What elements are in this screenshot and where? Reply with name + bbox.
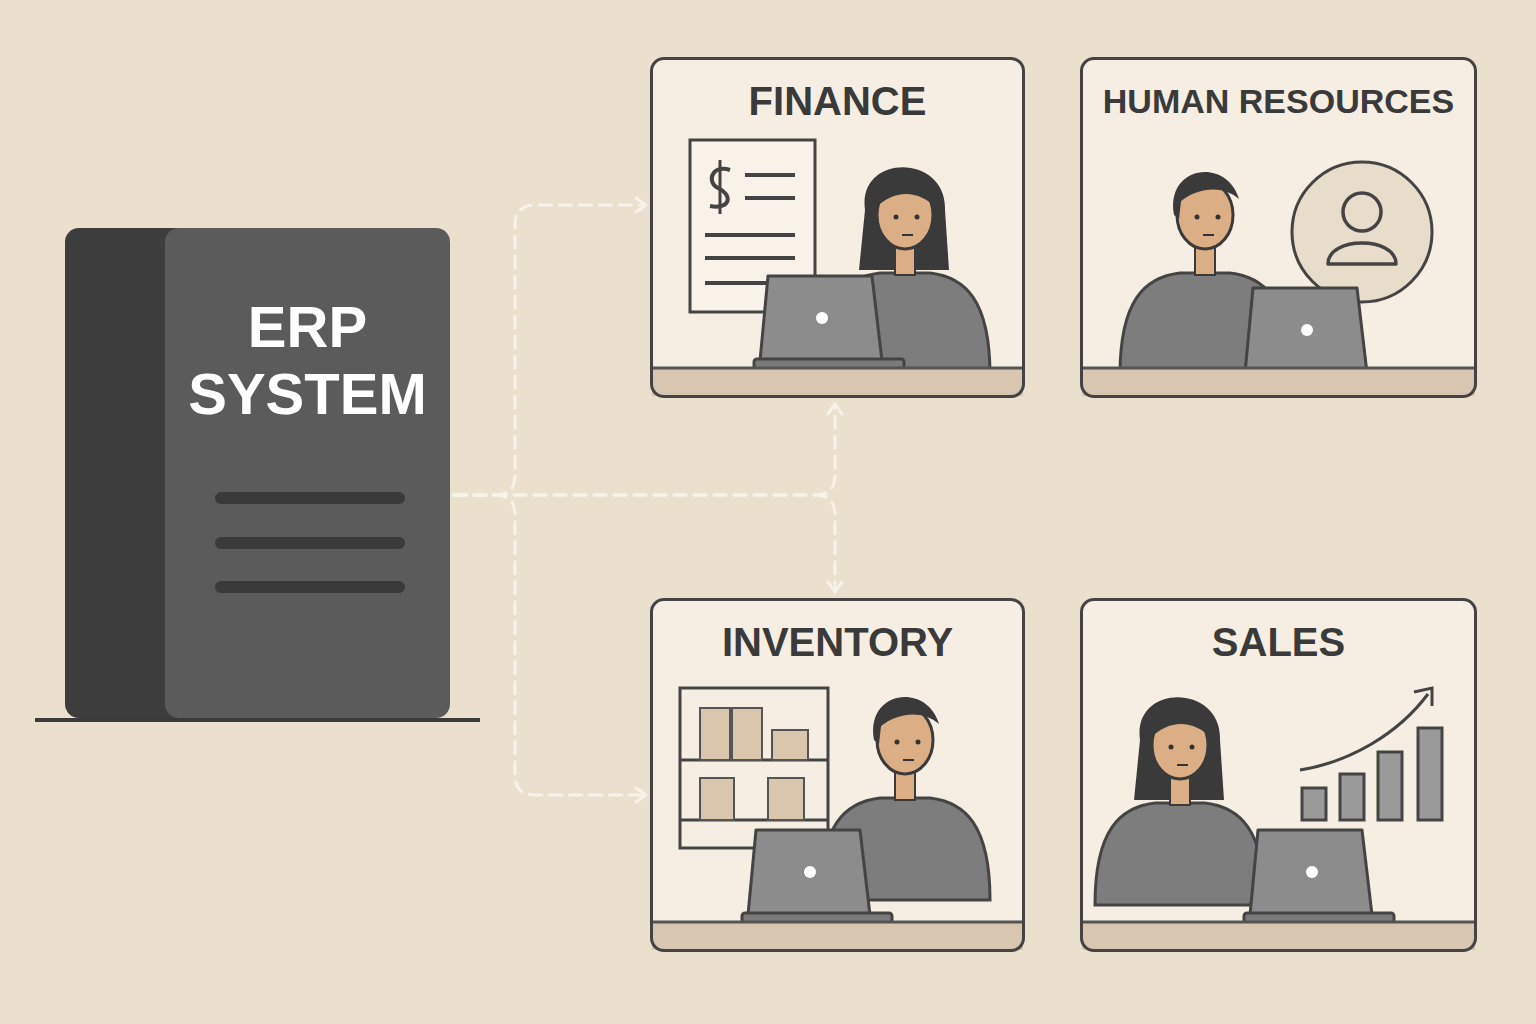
panel-title: INVENTORY	[722, 619, 953, 665]
system-label: ERP SYSTEM	[183, 294, 433, 427]
erp-server: ERP SYSTEM	[165, 228, 450, 718]
panel-title: HUMAN RESOURCES	[1103, 82, 1454, 121]
dashed-connector	[454, 495, 646, 795]
department-panel: SALES	[1080, 598, 1477, 952]
department-panel: HUMAN RESOURCES	[1080, 57, 1477, 398]
dashed-connector	[454, 404, 835, 495]
panel-title: FINANCE	[749, 78, 927, 124]
department-panel: INVENTORY	[650, 598, 1025, 952]
dashed-connector	[454, 205, 646, 495]
dashed-connector	[454, 495, 835, 592]
panel-title: SALES	[1212, 619, 1345, 665]
department-panel: FINANCE	[650, 57, 1025, 398]
